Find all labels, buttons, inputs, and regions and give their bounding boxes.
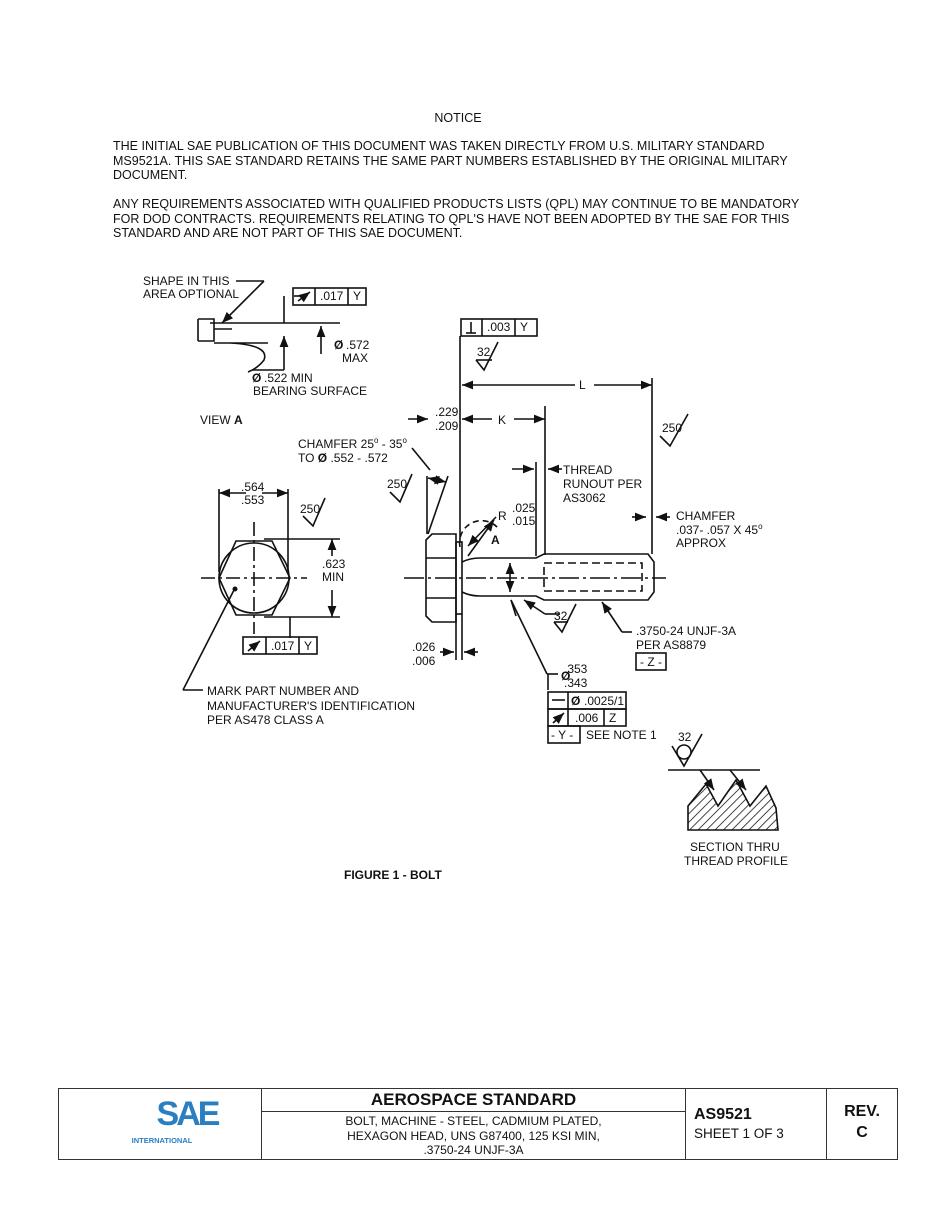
dim-l: L	[579, 378, 586, 392]
diameter-symbol: Ø	[334, 338, 343, 352]
chamfer-label-2: TO Ø .552 - .572	[298, 451, 388, 465]
bolt-side-view	[404, 336, 670, 690]
sae-logo-sub: INTERNATIONAL	[132, 1136, 193, 1145]
radius-min: .015	[512, 514, 536, 528]
hex-runout-frame	[242, 636, 318, 655]
across-flats-max: .564	[241, 480, 265, 494]
bearing-surface-label: BEARING SURFACE	[253, 384, 367, 398]
title-block-logo-cell: SAE INTERNATIONAL	[59, 1089, 262, 1159]
across-corners-value: .623	[322, 557, 346, 571]
shank-max: .353	[564, 662, 588, 676]
dia-max-value: .572	[346, 338, 370, 352]
view-a-runout-frame	[292, 287, 367, 306]
washer-min: .006	[412, 654, 436, 668]
view-a-label: VIEW A	[200, 413, 243, 427]
mark-part-line-1: MARK PART NUMBER AND	[207, 684, 359, 698]
sheet-number: SHEET 1 OF 3	[694, 1126, 784, 1141]
perp-value: .003	[487, 320, 511, 334]
shape-optional-label-1: SHAPE IN THIS	[143, 274, 229, 288]
section-label-2: THREAD PROFILE	[684, 854, 788, 868]
notice-title: NOTICE	[434, 111, 482, 125]
right-finish: 250	[662, 421, 682, 435]
shank-runout-value: .006	[575, 711, 599, 725]
notice-paragraph-1: THE INITIAL SAE PUBLICATION OF THIS DOCU…	[113, 139, 788, 183]
across-flats-min: .553	[241, 493, 265, 507]
end-chamfer-2: .037- .057 X 45o	[676, 522, 763, 537]
thread-finish: 32	[554, 609, 568, 623]
notice-paragraph-2: ANY REQUIREMENTS ASSOCIATED WITH QUALIFI…	[113, 197, 799, 241]
perpendicularity-frame	[460, 318, 538, 337]
washer-max: .026	[412, 640, 436, 654]
shank-runout-datum: Z	[609, 711, 616, 725]
diameter-symbol: Ø	[571, 694, 580, 708]
head-finish: 250	[300, 502, 320, 516]
head-height-min: .209	[435, 419, 459, 433]
across-corners-label: MIN	[322, 570, 344, 584]
straightness-value: .0025/1	[584, 694, 624, 708]
mark-part-line-2: MANUFACTURER'S IDENTIFICATION	[207, 699, 415, 713]
end-chamfer-3: APPROX	[676, 536, 726, 550]
figure-caption: FIGURE 1 - BOLT	[344, 868, 442, 882]
dim-k: K	[498, 413, 506, 427]
thread-section	[668, 744, 779, 831]
dia-max-label: MAX	[342, 351, 368, 365]
chamfer-label-1: CHAMFER 25o - 35o	[298, 436, 407, 451]
see-note-1: SEE NOTE 1	[586, 728, 657, 742]
datum-y: - Y -	[551, 728, 573, 742]
diameter-symbol: Ø	[561, 669, 570, 683]
detail-a-label: A	[491, 533, 500, 547]
title-block-title-cell: AEROSPACE STANDARD BOLT, MACHINE - STEEL…	[262, 1089, 686, 1159]
mark-part-line-3: PER AS478 CLASS A	[207, 713, 324, 727]
view-a-runout-datum: Y	[353, 289, 361, 303]
view-a-detail	[197, 280, 340, 373]
hex-runout-datum: Y	[304, 639, 312, 653]
shank-control-frames	[547, 652, 667, 744]
datum-z: - Z -	[640, 655, 662, 669]
sae-logo-text: SAE	[157, 1095, 220, 1133]
revision-value: C	[856, 1124, 868, 1141]
hex-end-view	[182, 488, 340, 691]
document-number: AS9521	[694, 1106, 752, 1123]
section-finish: 32	[678, 730, 692, 744]
surface-finish-symbols	[302, 341, 703, 768]
radius-max: .025	[512, 501, 536, 515]
title-block-doc-cell: AS9521 SHEET 1 OF 3	[686, 1089, 827, 1159]
top-finish: 32	[477, 345, 491, 359]
shank-min: .343	[564, 676, 588, 690]
title-block-rev-cell: REV. C	[827, 1089, 897, 1159]
thread-spec-1: .3750-24 UNJF-3A	[636, 624, 736, 638]
chamfer-finish: 250	[387, 477, 407, 491]
diameter-symbol: Ø	[252, 371, 261, 385]
radius-prefix: R	[498, 509, 507, 523]
description-line-2: HEXAGON HEAD, UNS G87400, 125 KSI MIN,	[347, 1128, 600, 1143]
document-heading: AEROSPACE STANDARD	[262, 1089, 685, 1112]
title-block: SAE INTERNATIONAL AEROSPACE STANDARD BOL…	[58, 1088, 898, 1160]
perp-datum: Y	[520, 320, 528, 334]
thread-spec-2: PER AS8879	[636, 638, 706, 652]
view-a-runout-value: .017	[320, 289, 344, 303]
description-line-1: BOLT, MACHINE - STEEL, CADMIUM PLATED,	[345, 1114, 602, 1128]
thread-runout-2: RUNOUT PER	[563, 477, 642, 491]
hex-runout-value: .017	[271, 639, 295, 653]
dia-min-value: .522 MIN	[264, 371, 313, 385]
shape-optional-label-2: AREA OPTIONAL	[143, 287, 239, 301]
section-label-1: SECTION THRU	[690, 840, 780, 854]
head-height-max: .229	[435, 405, 459, 419]
revision-label: REV.	[844, 1103, 880, 1120]
thread-runout-3: AS3062	[563, 491, 606, 505]
thread-runout-1: THREAD	[563, 463, 613, 477]
sae-logo: SAE INTERNATIONAL	[132, 1095, 223, 1145]
description-line-3: .3750-24 UNJF-3A	[423, 1143, 524, 1157]
end-chamfer-1: CHAMFER	[676, 509, 736, 523]
document-description: BOLT, MACHINE - STEEL, CADMIUM PLATED, H…	[262, 1114, 685, 1158]
